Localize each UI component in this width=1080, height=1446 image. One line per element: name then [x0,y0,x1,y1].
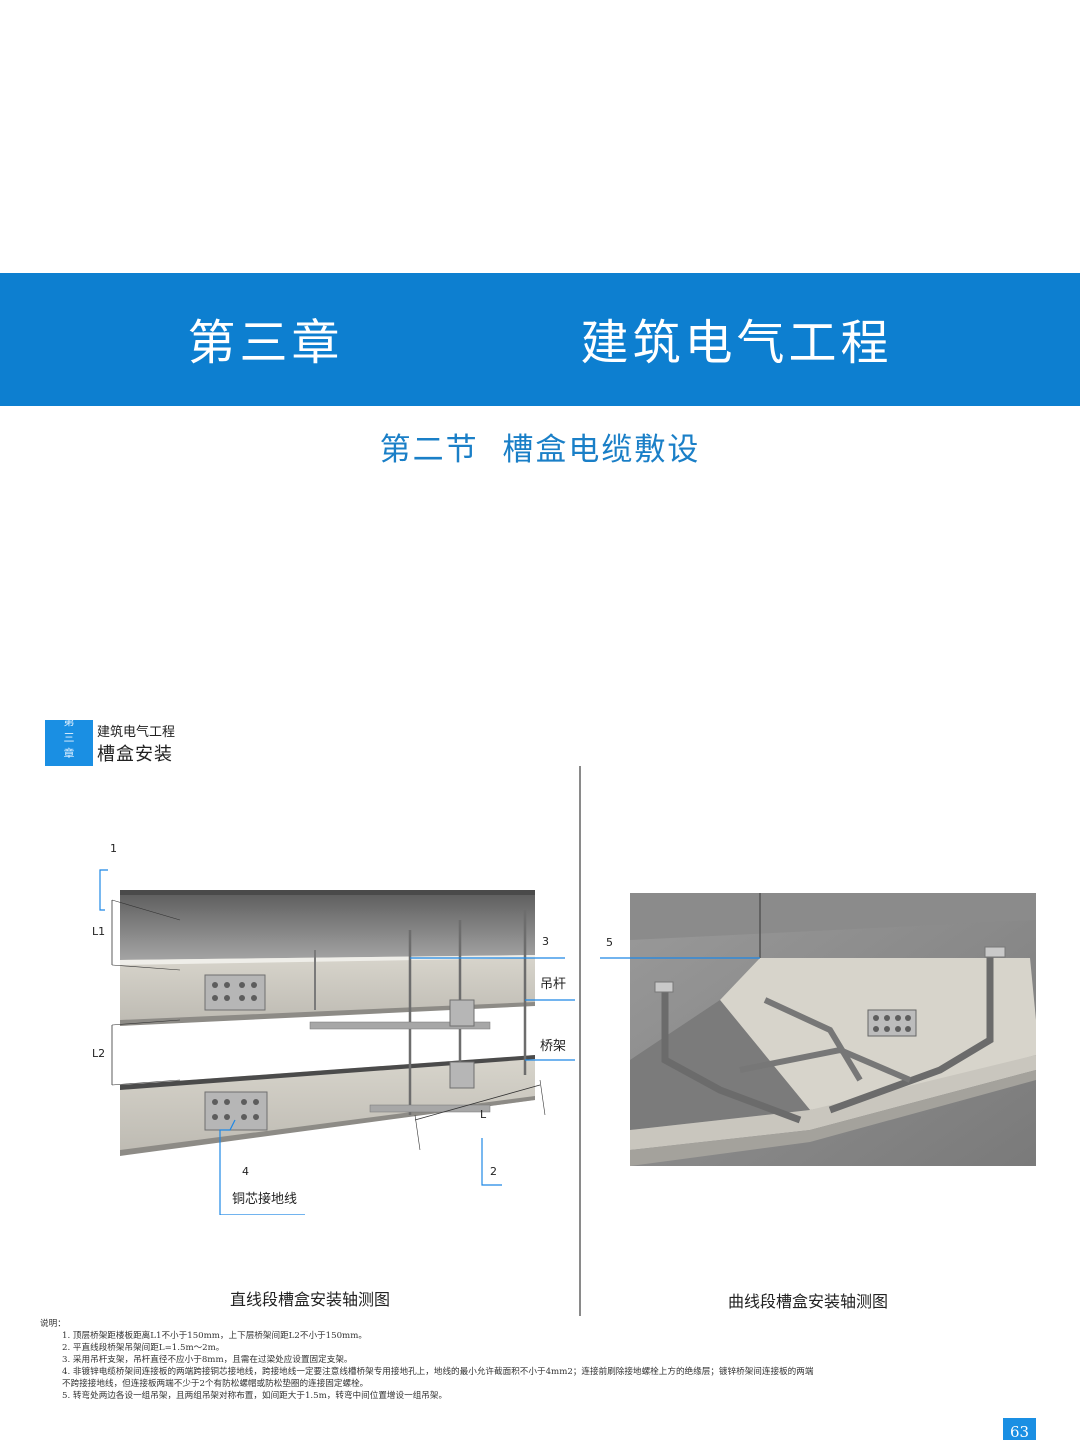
page-number: 63 [1003,1418,1036,1441]
chapter-side-tab: 第 三 章 [45,720,93,766]
label-ground-wire: 铜芯接地线 [232,1191,297,1207]
sub-heading-small: 建筑电气工程 [97,725,176,740]
label-4: 4 [242,1165,249,1178]
label-L1: L1 [92,925,105,938]
chapter-title: 第三章 建筑电气工程 [187,315,893,371]
label-3: 3 [542,935,549,948]
installation-notes: 说明： 1. 顶层桥架距楼板距离L1不小于150mm，上下层桥架间距L2不小于1… [40,1318,1040,1402]
note-item: 1. 顶层桥架距楼板距离L1不小于150mm，上下层桥架间距L2不小于150mm… [62,1331,367,1341]
label-5: 5 [606,936,613,949]
note-item: 3. 采用吊杆支架，吊杆直径不应小于8mm，且需在过梁处应设置固定支架。 [62,1355,353,1365]
label-tray: 桥架 [540,1039,566,1054]
label-L2: L2 [92,1047,105,1060]
curved-figure-caption: 曲线段槽盒安装轴测图 [728,1292,889,1311]
sub-heading-large: 槽盒安装 [97,744,173,765]
curved-tray-figure: 5 [600,893,1036,1166]
label-hanger: 吊杆 [540,977,566,992]
notes-heading: 说明： [40,1319,66,1329]
side-tab-char: 章 [63,747,75,760]
section-title: 第二节 槽盒电缆敷设 [379,432,701,468]
note-item: 5. 转弯处两边各设一组吊架，且两组吊架对称布置，如间距大于1.5m，转弯中间位… [62,1391,448,1401]
chapter-band [0,273,1080,406]
note-item: 4. 非镀锌电缆桥架间连接板的两端跨接铜芯接地线，跨接地线一定要注意线槽桥架专用… [62,1367,814,1377]
straight-figure-caption: 直线段槽盒安装轴测图 [230,1290,391,1309]
label-L: L [480,1108,487,1121]
side-tab-char: 三 [63,731,75,744]
label-1: 1 [110,842,117,855]
ceiling-slab [120,890,535,965]
note-item: 2. 平直线段桥架吊架间距L=1.5m～2m。 [62,1343,225,1353]
note-item: 不跨接接地线，但连接板两端不少于2个有防松螺帽或防松垫圈的连接固定螺栓。 [62,1379,369,1389]
straight-tray-figure: 1 L1 L2 3 吊杆 桥架 L 4 2 铜芯接地线 [92,842,575,1215]
side-tab-char: 第 [63,720,75,728]
label-2: 2 [490,1165,497,1178]
figure-divider [579,766,581,1316]
